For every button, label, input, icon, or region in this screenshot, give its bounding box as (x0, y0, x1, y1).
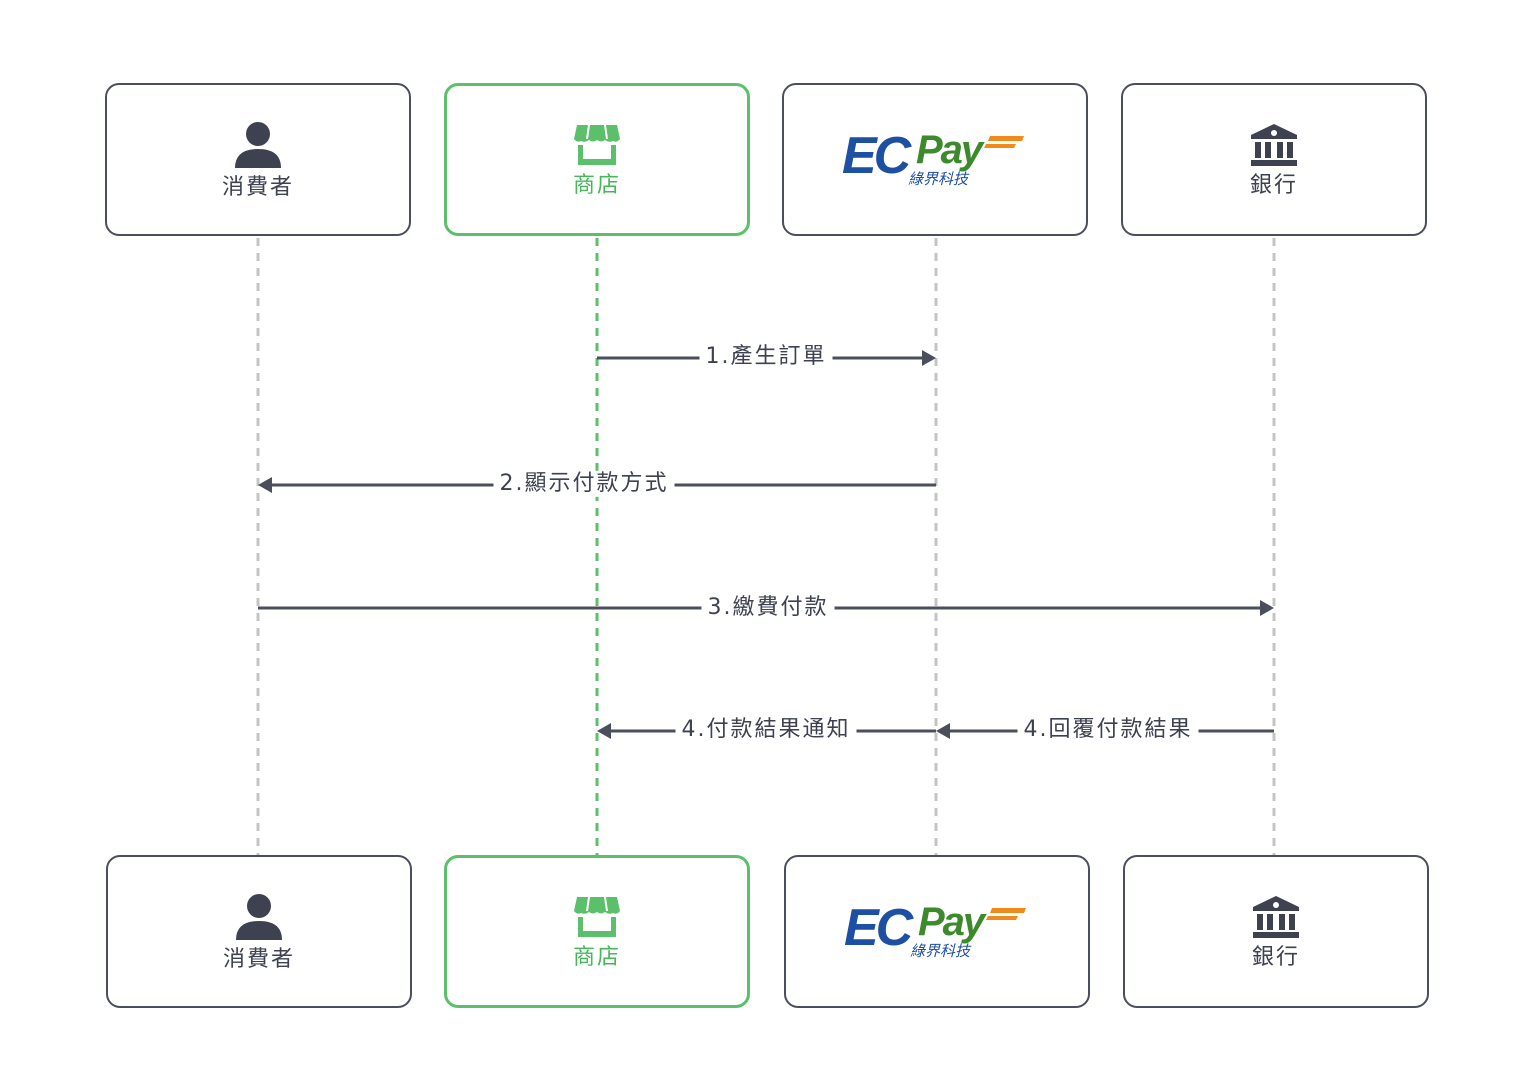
message-label-1: 1.產生訂單 (699, 343, 833, 371)
svg-text:EC: EC (844, 901, 915, 957)
actor-ecpay-bottom: EC Pay 綠界科技 (784, 855, 1090, 1008)
svg-text:Pay: Pay (918, 901, 987, 944)
svg-text:綠界科技: 綠界科技 (908, 170, 970, 188)
person-icon (235, 121, 281, 168)
bank-icon (1251, 123, 1297, 166)
actor-bank-bottom: 銀行 (1123, 855, 1429, 1008)
actor-consumer-bottom: 消費者 (106, 855, 412, 1008)
storefront-icon (574, 896, 620, 937)
actor-ecpay-top: EC Pay 綠界科技 (782, 83, 1088, 236)
actor-label: 銀行 (1249, 172, 1298, 198)
message-label-4a: 4.付款結果通知 (675, 716, 857, 744)
message-label-4b: 4.回覆付款結果 (1017, 716, 1199, 744)
actor-label: 商店 (572, 172, 621, 198)
storefront-icon (574, 124, 620, 165)
svg-text:EC: EC (842, 129, 913, 185)
svg-text:綠界科技: 綠界科技 (910, 942, 972, 960)
actor-store-bottom: 商店 (444, 855, 750, 1008)
actor-label: 消費者 (221, 174, 294, 200)
message-label-2: 2.顯示付款方式 (493, 470, 675, 498)
svg-text:Pay: Pay (916, 129, 985, 172)
bank-icon (1253, 895, 1299, 938)
actor-label: 消費者 (222, 946, 295, 972)
actor-label: 商店 (572, 944, 621, 970)
ecpay-logo: EC Pay 綠界科技 (844, 901, 1026, 960)
actor-label: 銀行 (1251, 944, 1300, 970)
actor-bank-top: 銀行 (1121, 83, 1427, 236)
ecpay-logo: EC Pay 綠界科技 (842, 129, 1024, 188)
actor-store-top: 商店 (444, 83, 750, 236)
person-icon (236, 893, 282, 940)
actor-consumer-top: 消費者 (105, 83, 411, 236)
message-label-3: 3.繳費付款 (701, 594, 835, 622)
